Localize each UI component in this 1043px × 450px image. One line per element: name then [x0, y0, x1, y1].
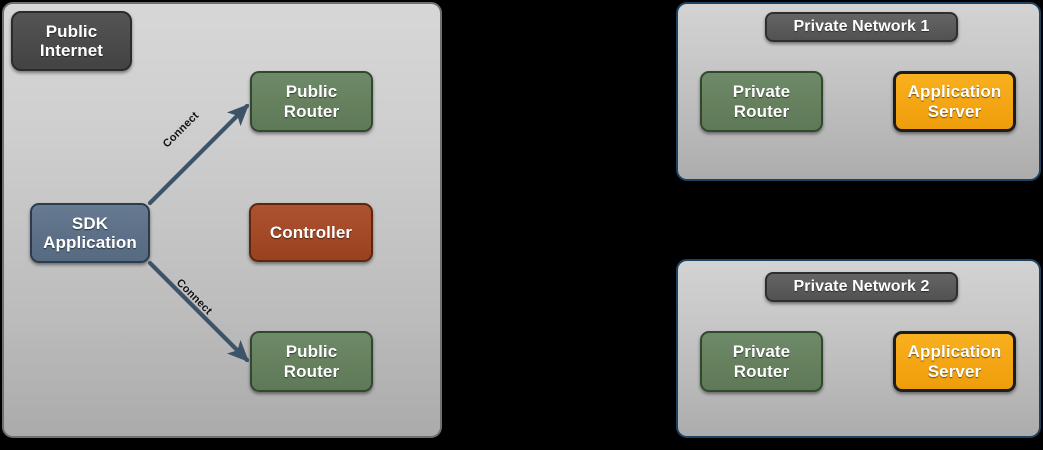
node-sdk-application[interactable]: SDK Application — [30, 203, 150, 263]
private-router-2-line2: Router — [733, 361, 790, 381]
application-server-1-line1: Application — [907, 82, 1002, 102]
application-server-2-line1: Application — [907, 342, 1002, 362]
private-network-2-title-badge: Private Network 2 — [765, 272, 958, 302]
private-network-2-title: Private Network 2 — [793, 278, 930, 296]
sdk-application-line1: SDK — [71, 213, 109, 233]
node-controller[interactable]: Controller — [249, 203, 373, 262]
sdk-application-line2: Application — [43, 233, 137, 252]
node-private-router-2[interactable]: Private Router — [700, 331, 823, 392]
application-server-1-line2: Server — [927, 101, 982, 121]
private-network-1-title-badge: Private Network 1 — [765, 12, 958, 42]
public-router-top-line2: Router — [283, 101, 340, 121]
public-internet-title-badge: Public Internet — [11, 11, 132, 71]
public-internet-title-line2: Internet — [39, 41, 104, 60]
private-network-1-title: Private Network 1 — [793, 18, 930, 36]
node-private-router-1[interactable]: Private Router — [700, 71, 823, 132]
public-router-bottom-line1: Public — [285, 342, 338, 362]
public-router-bottom-line2: Router — [283, 361, 340, 381]
node-application-server-2[interactable]: Application Server — [893, 331, 1016, 392]
public-internet-title-line1: Public — [45, 21, 98, 41]
private-router-1-line1: Private — [732, 82, 791, 102]
public-router-top-line1: Public — [285, 82, 338, 102]
private-router-2-line1: Private — [732, 342, 791, 362]
node-public-router-top[interactable]: Public Router — [250, 71, 373, 132]
node-public-router-bottom[interactable]: Public Router — [250, 331, 373, 392]
controller-label: Controller — [269, 222, 353, 242]
node-application-server-1[interactable]: Application Server — [893, 71, 1016, 132]
private-router-1-line2: Router — [733, 101, 790, 121]
application-server-2-line2: Server — [927, 361, 982, 381]
